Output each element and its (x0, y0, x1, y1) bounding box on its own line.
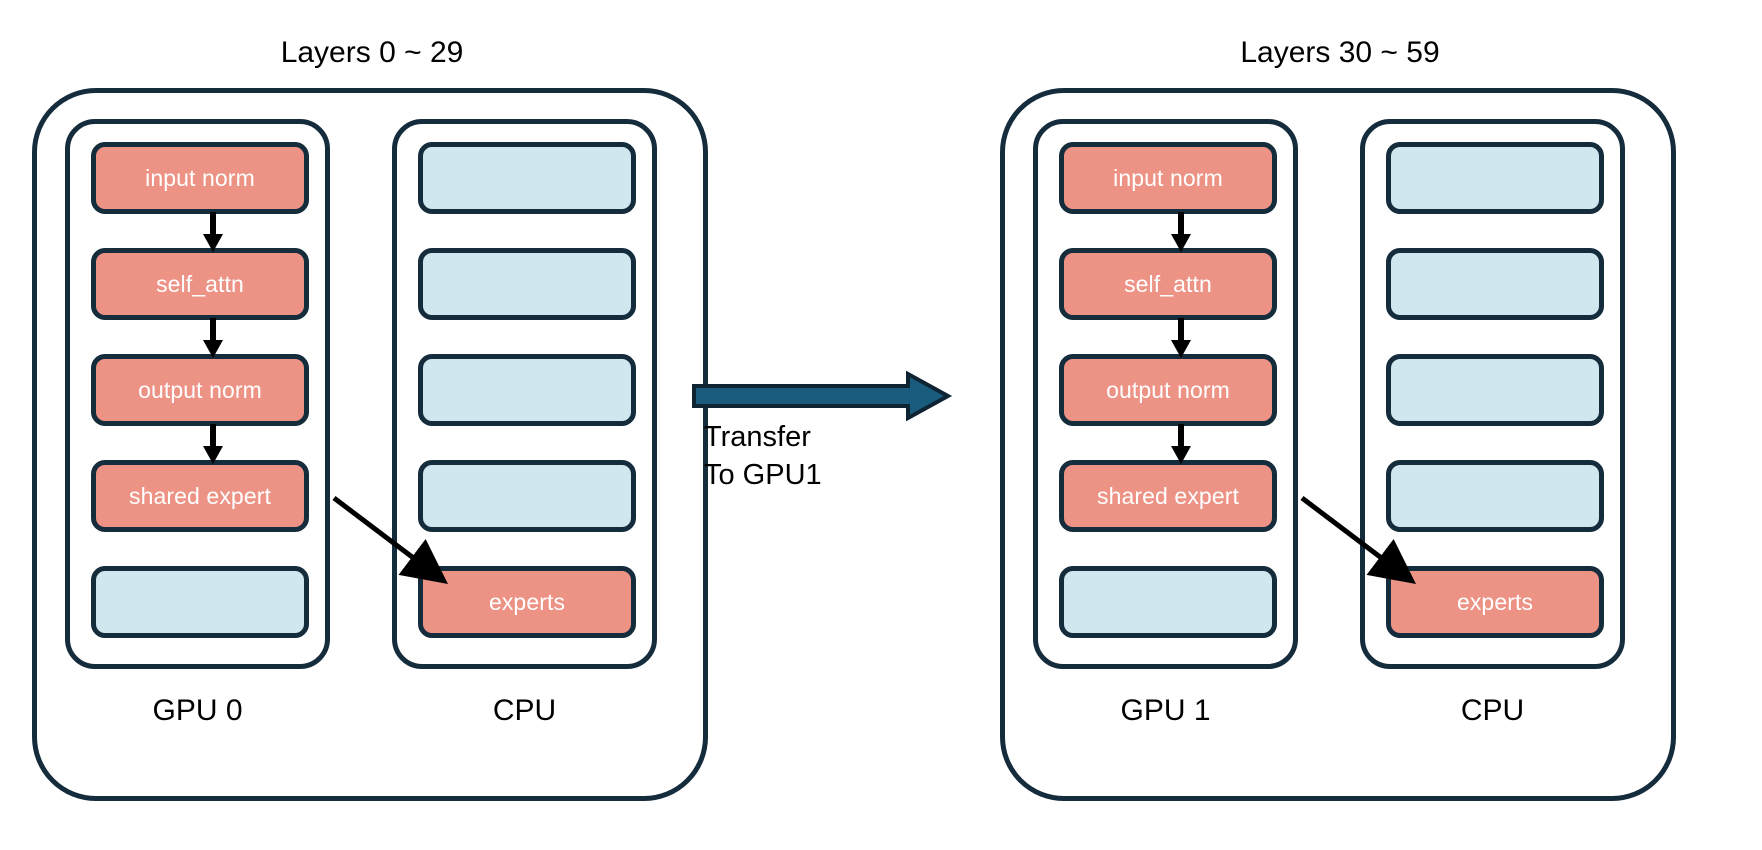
cpu-column-right: experts (1360, 119, 1625, 669)
block-self-attn[interactable]: self_attn (91, 248, 309, 320)
transfer-label-line2: To GPU1 (704, 459, 822, 491)
flow-arrow-icon (1171, 424, 1191, 464)
device-card-right: input norm self_attn output norm shared … (1000, 88, 1676, 801)
block-output-norm[interactable]: output norm (91, 354, 309, 426)
flow-arrow-icon (203, 424, 223, 464)
block-self-attn[interactable]: self_attn (1059, 248, 1277, 320)
transfer-label-line1: Transfer (704, 421, 811, 453)
block-input-norm[interactable]: input norm (91, 142, 309, 214)
cpu-block-slot-0[interactable] (418, 142, 636, 214)
cpu-block-slot-1[interactable] (418, 248, 636, 320)
block-experts-placeholder[interactable] (1059, 566, 1277, 638)
flow-arrow-icon (1171, 212, 1191, 252)
cpu-label-left: CPU (492, 694, 557, 727)
cpu-block-slot-2[interactable] (418, 354, 636, 426)
device-card-left: input norm self_attn output norm shared … (32, 88, 708, 801)
cpu-label-right: CPU (1460, 694, 1525, 727)
transfer-arrow-icon (692, 370, 953, 422)
panel-group-left: Layers 0 ~ 29 input norm self_attn outpu… (22, 0, 722, 850)
block-experts[interactable]: experts (418, 566, 636, 638)
flow-arrow-icon (203, 212, 223, 252)
panel-title-right: Layers 30 ~ 59 (1240, 36, 1440, 69)
cpu-block-slot-1[interactable] (1386, 248, 1604, 320)
cpu-block-slot-3[interactable] (418, 460, 636, 532)
block-input-norm[interactable]: input norm (1059, 142, 1277, 214)
panel-title-left: Layers 0 ~ 29 (280, 36, 464, 69)
gpu-column-right: input norm self_attn output norm shared … (1033, 119, 1298, 669)
transfer-group: Transfer To GPU1 (690, 370, 1010, 520)
cpu-block-slot-0[interactable] (1386, 142, 1604, 214)
gpu-column-left: input norm self_attn output norm shared … (65, 119, 330, 669)
block-shared-expert[interactable]: shared expert (1059, 460, 1277, 532)
transfer-label: Transfer To GPU1 (704, 418, 1004, 494)
block-output-norm[interactable]: output norm (1059, 354, 1277, 426)
block-shared-expert[interactable]: shared expert (91, 460, 309, 532)
block-experts-placeholder[interactable] (91, 566, 309, 638)
cpu-block-slot-2[interactable] (1386, 354, 1604, 426)
flow-arrow-icon (1171, 318, 1191, 358)
gpu-label-right: GPU 1 (1120, 694, 1211, 727)
cpu-block-slot-3[interactable] (1386, 460, 1604, 532)
cpu-column-left: experts (392, 119, 657, 669)
block-experts[interactable]: experts (1386, 566, 1604, 638)
gpu-label-left: GPU 0 (152, 694, 243, 727)
panel-group-right: Layers 30 ~ 59 input norm self_attn outp… (990, 0, 1690, 850)
flow-arrow-icon (203, 318, 223, 358)
